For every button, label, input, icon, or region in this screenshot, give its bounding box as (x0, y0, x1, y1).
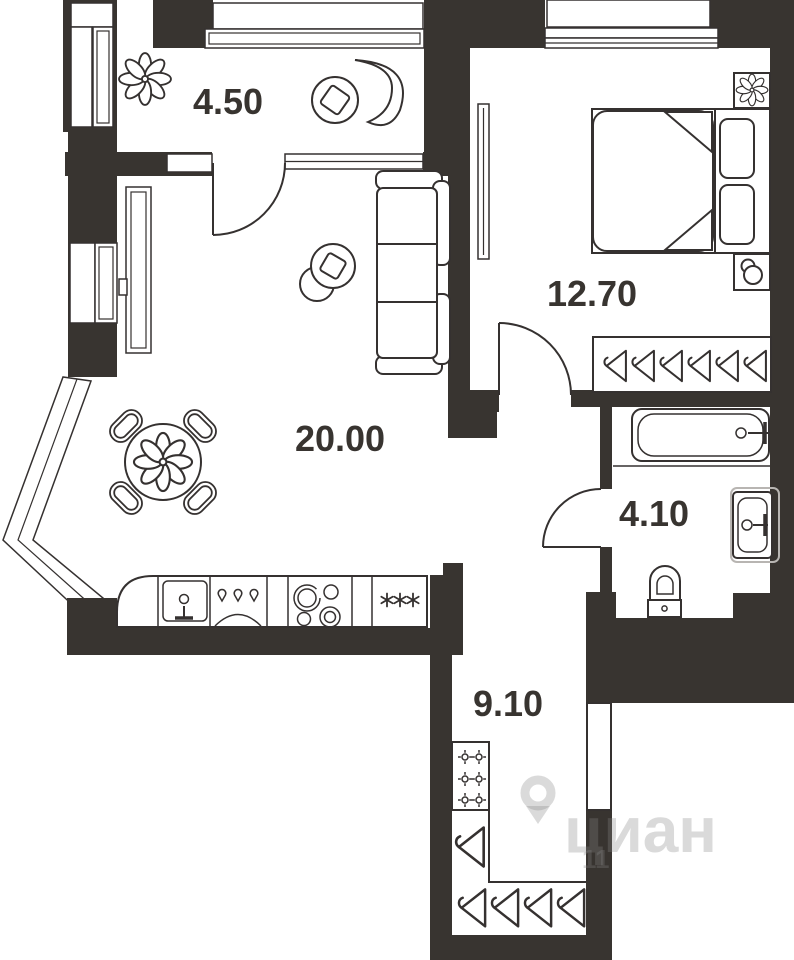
plant-icon (132, 431, 194, 493)
radiator-icon (118, 186, 152, 354)
window-sill (70, 2, 114, 28)
counter-dividers (157, 576, 373, 626)
window-sill (544, 27, 719, 39)
plant-icon (735, 73, 769, 107)
left-window (69, 242, 118, 324)
living-balcony-window (284, 153, 424, 170)
radiator-icon (477, 103, 490, 260)
area-label-balcony: 4.50 (193, 81, 263, 122)
shoe-cabinet-icon (451, 741, 490, 811)
balcony-top-window (204, 28, 425, 49)
pillow (719, 184, 755, 245)
bathtub-icon (613, 408, 770, 467)
watermark: циан 11 (520, 775, 717, 874)
wardrobe-icon (592, 336, 772, 393)
cian-pin-icon (520, 775, 556, 824)
bedroom (477, 72, 772, 393)
area-label-bathroom: 4.10 (619, 493, 689, 534)
hallway (451, 702, 612, 928)
balcony (118, 52, 404, 126)
window-sill (546, 0, 711, 28)
balcony-door-sill (166, 153, 213, 173)
wardrobe-divider (488, 810, 586, 883)
pillow (719, 118, 755, 179)
window-sill (70, 26, 93, 128)
sofa-icon (375, 170, 451, 375)
window-sill (212, 2, 424, 30)
doors (212, 162, 602, 548)
bed-icon (591, 108, 771, 254)
watermark-brand: циан (564, 794, 717, 866)
bathroom-door (542, 488, 602, 548)
plant-icon (118, 52, 172, 106)
living-room (104, 170, 451, 520)
area-label-bedroom: 12.70 (547, 273, 637, 314)
area-label-living: 20.00 (295, 418, 385, 459)
area-label-hallway: 9.10 (473, 683, 543, 724)
balcony-door (212, 162, 286, 236)
watermark-number: 11 (582, 844, 610, 874)
dishwasher-icon (214, 588, 262, 627)
nightstand-plant (733, 72, 771, 109)
toilet-icon (647, 565, 682, 618)
kitchen (116, 575, 428, 628)
fridge-freezer-icon (380, 592, 420, 608)
sink-icon (732, 491, 773, 559)
bedroom-window (544, 37, 719, 49)
armchair-icon (299, 243, 356, 302)
walls (63, 0, 794, 960)
armchair-icon (311, 59, 404, 126)
entry-door (586, 702, 612, 811)
nightstand-clock (733, 253, 771, 291)
dining-table-icon (104, 404, 222, 520)
stove-icon (293, 584, 341, 628)
balcony-side-window (92, 26, 114, 128)
bathroom (613, 408, 780, 618)
kitchen-sink-icon (162, 580, 208, 622)
windows (69, 0, 719, 324)
bedroom-door (498, 322, 572, 396)
